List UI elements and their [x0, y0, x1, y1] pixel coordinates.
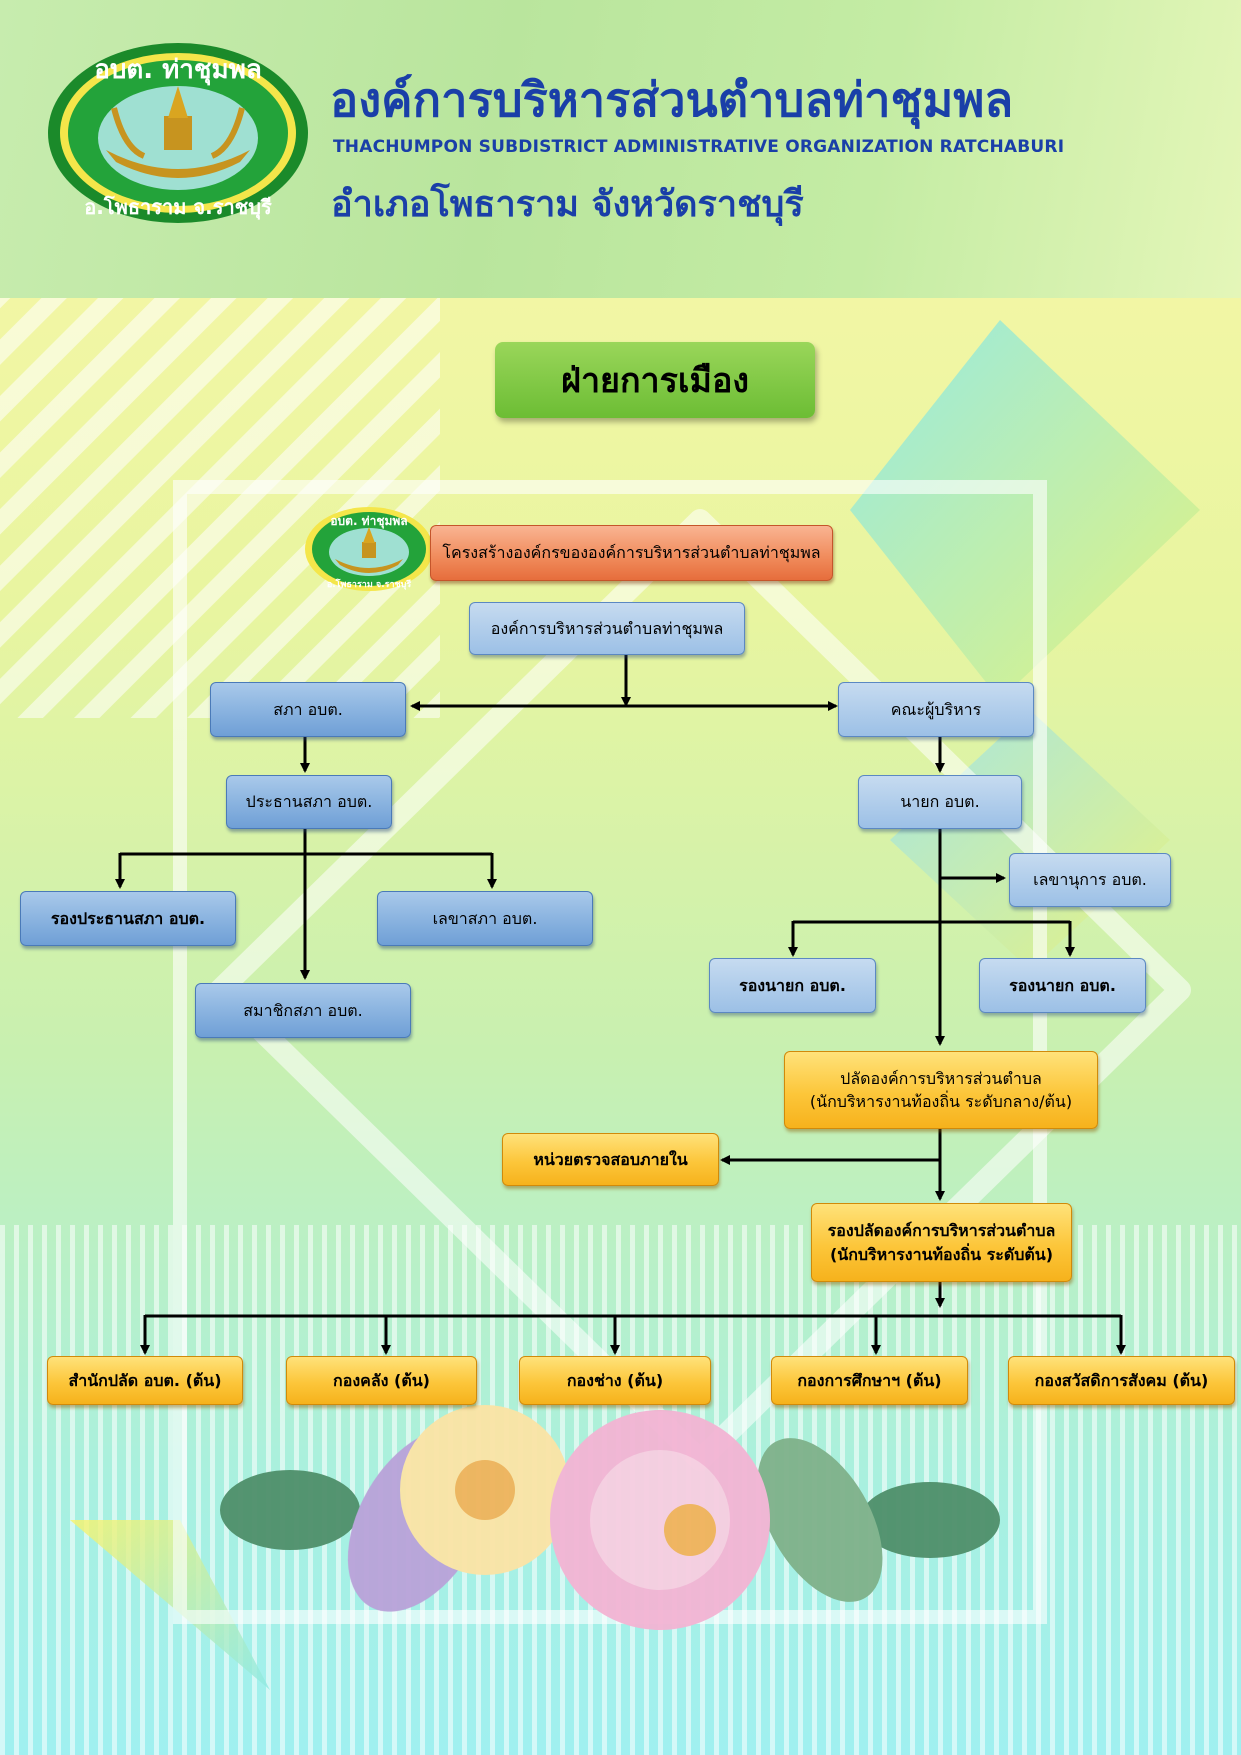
organization-title: องค์การบริหารส่วนตำบลท่าชุมพล [330, 73, 1014, 128]
node-clerk-title: ปลัดองค์การบริหารส่วนตำบล [840, 1068, 1042, 1088]
organization-title-english: THACHUMPON SUBDISTRICT ADMINISTRATIVE OR… [333, 137, 1065, 157]
svg-text:อ.โพธาราม จ.ราชบุรี: อ.โพธาราม จ.ราชบุรี [84, 195, 272, 220]
header-banner: อบต. ท่าชุมพล อ.โพธาราม จ.ราชบุรี องค์กา… [0, 0, 1241, 298]
node-deputy-clerk-level: (นักบริหารงานท้องถิ่น ระดับต้น) [829, 1244, 1054, 1264]
organization-logo-small: อบต. ท่าชุมพล อ.โพธาราม จ.ราชบุรี [305, 507, 433, 591]
chart-heading: โครงสร้างองค์กรขององค์การบริหารส่วนตำบลท… [430, 525, 833, 581]
node-council-secretary: เลขาสภา อบต. [377, 891, 593, 946]
node-clerk-level: (นักบริหารงานท้องถิ่น ระดับกลาง/ต้น) [809, 1092, 1073, 1111]
node-council-chair: ประธานสภา อบต. [226, 775, 392, 829]
node-mayor: นายก อบต. [858, 775, 1022, 829]
node-clerk: ปลัดองค์การบริหารส่วนตำบล (นักบริหารงานท… [784, 1051, 1098, 1129]
district-title: อำเภอโพธาราม จังหวัดราชบุรี [331, 184, 804, 225]
node-deputy-mayor-2: รองนายก อบต. [979, 958, 1146, 1013]
svg-text:อบต. ท่าชุมพล: อบต. ท่าชุมพล [330, 514, 407, 529]
node-deputy-clerk-title: รองปลัดองค์การบริหารส่วนตำบล [827, 1221, 1056, 1241]
node-council: สภา อบต. [210, 682, 406, 737]
section-title: ฝ่ายการเมือง [495, 342, 815, 418]
node-council-member: สมาชิกสภา อบต. [195, 983, 411, 1038]
svg-text:อ.โพธาราม จ.ราชบุรี: อ.โพธาราม จ.ราชบุรี [327, 578, 411, 590]
node-mayor-secretary: เลขานุการ อบต. [1009, 853, 1171, 907]
node-deputy-clerk: รองปลัดองค์การบริหารส่วนตำบล (นักบริหารง… [811, 1203, 1072, 1282]
node-executives: คณะผู้บริหาร [838, 682, 1034, 737]
node-department: กองช่าง (ต้น) [519, 1356, 711, 1405]
node-deputy-mayor-1: รองนายก อบต. [709, 958, 876, 1013]
organization-logo: อบต. ท่าชุมพล อ.โพธาราม จ.ราชบุรี [48, 43, 308, 223]
node-internal-audit: หน่วยตรวจสอบภายใน [502, 1133, 719, 1186]
svg-text:อบต. ท่าชุมพล: อบต. ท่าชุมพล [94, 55, 262, 86]
node-vice-chair: รองประธานสภา อบต. [20, 891, 236, 946]
node-department: กองการศึกษาฯ (ต้น) [771, 1356, 968, 1405]
node-department: กองคลัง (ต้น) [286, 1356, 477, 1405]
node-department: กองสวัสดิการสังคม (ต้น) [1008, 1356, 1235, 1405]
node-department: สำนักปลัด อบต. (ต้น) [47, 1356, 243, 1405]
node-root: องค์การบริหารส่วนตำบลท่าชุมพล [469, 602, 745, 655]
